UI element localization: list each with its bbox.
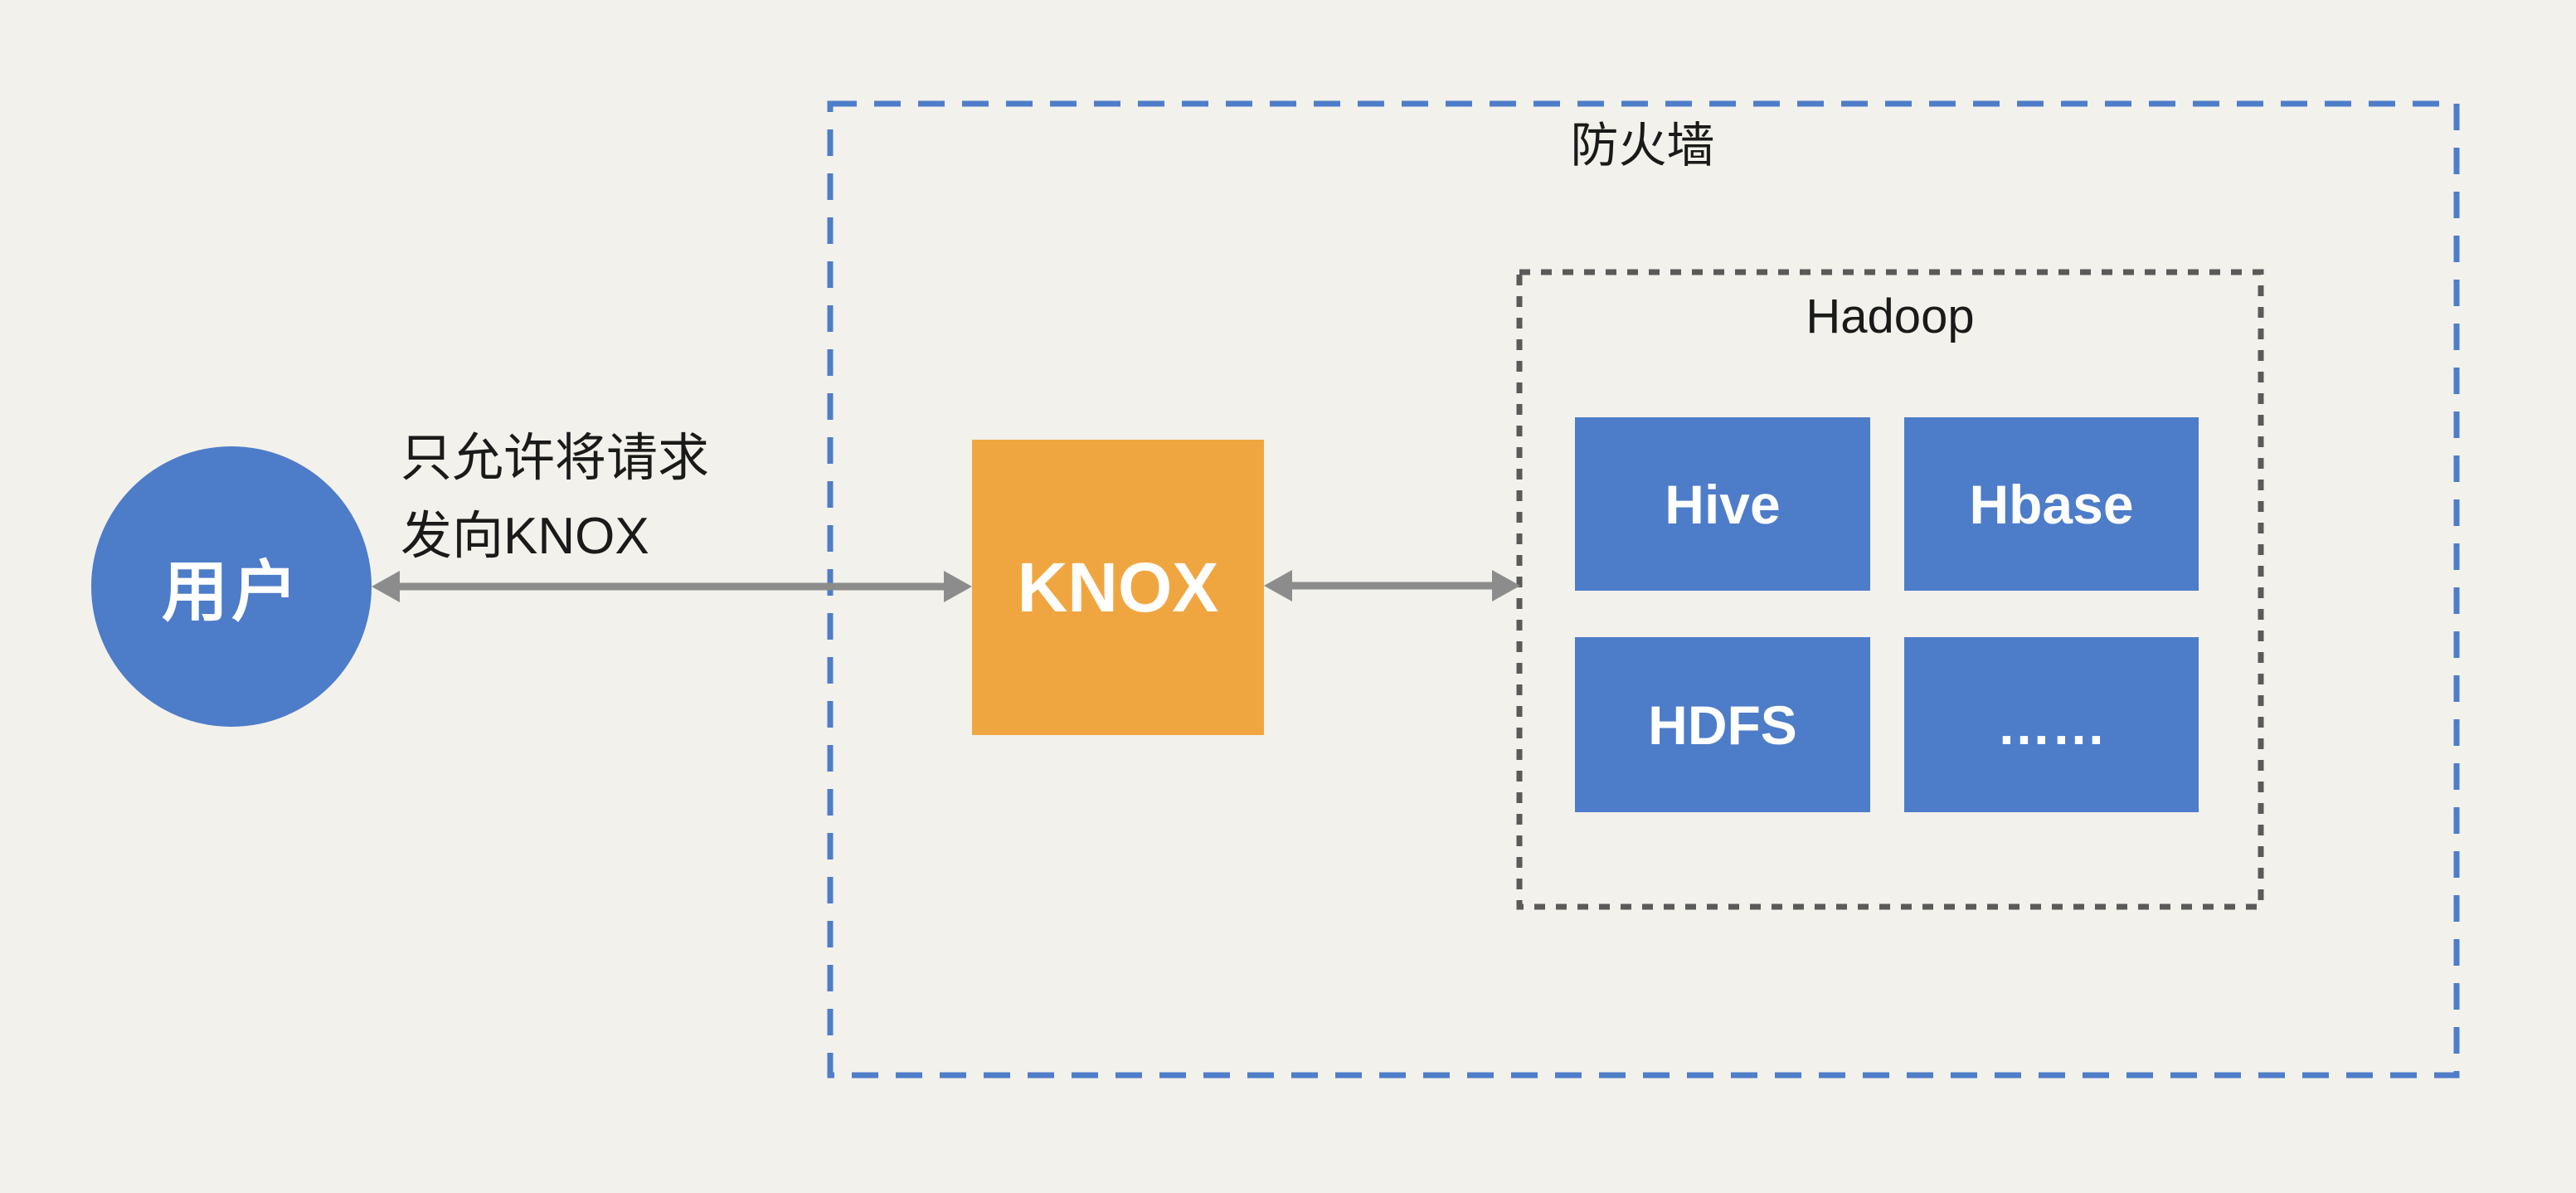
firewall-label: 防火墙 (1570, 119, 1715, 173)
arrow-annotation-line1: 只允许将请求 (401, 430, 710, 487)
arrow-annotation-line2: 发向KNOX (401, 508, 649, 565)
service-node-hdfs: HDFS (1575, 637, 1870, 812)
service-node-hive-label: Hive (1665, 473, 1781, 535)
arrow-knox-hadoop (1264, 570, 1520, 601)
knox-node: KNOX (972, 440, 1264, 735)
arrow-annotation: 只允许将请求 发向KNOX (401, 420, 709, 576)
service-node-hbase-label: Hbase (1969, 473, 2134, 535)
user-node-label: 用户 (162, 555, 301, 629)
user-node: 用户 (91, 446, 372, 727)
service-node-more-label: …… (1996, 694, 2107, 756)
knox-node-label: KNOX (1017, 548, 1219, 626)
service-node-hbase: Hbase (1904, 417, 2199, 591)
hadoop-label: Hadoop (1806, 290, 1975, 343)
service-node-hive: Hive (1575, 417, 1870, 591)
service-node-more: …… (1904, 637, 2199, 812)
service-node-hdfs-label: HDFS (1648, 694, 1797, 756)
